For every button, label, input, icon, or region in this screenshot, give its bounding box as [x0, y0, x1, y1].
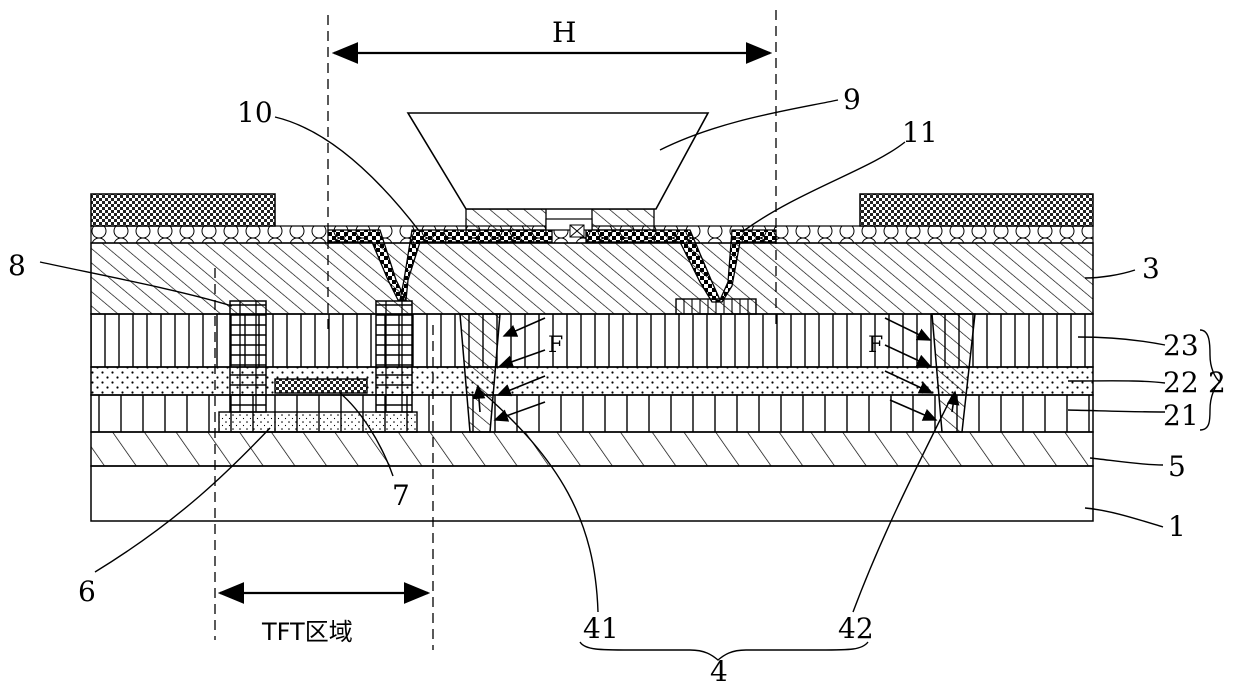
label-22: 22 [1163, 366, 1199, 399]
label-41: 41 [583, 612, 619, 645]
chip-bump-left [466, 209, 546, 230]
label-3: 3 [1142, 252, 1160, 285]
label-21: 21 [1163, 399, 1199, 432]
label-2: 2 [1208, 366, 1226, 399]
label-tft-region: TFT区域 [261, 618, 353, 646]
gate-7 [275, 379, 367, 393]
top-pad-right [860, 194, 1093, 226]
label-H: H [552, 16, 576, 49]
label-8: 8 [8, 249, 26, 282]
label-42: 42 [838, 612, 874, 645]
top-pad-left [91, 194, 275, 226]
label-6: 6 [78, 575, 96, 608]
label-9: 9 [843, 83, 861, 116]
tft-active-layer-6 [219, 412, 417, 432]
via-8-right [376, 301, 412, 412]
label-7: 7 [392, 479, 410, 512]
layer-1-substrate [91, 466, 1093, 521]
label-23: 23 [1163, 329, 1199, 362]
label-5: 5 [1168, 450, 1186, 483]
chip-bump-right [592, 209, 654, 230]
layer-5 [91, 432, 1093, 466]
label-F-left: F [548, 333, 563, 358]
via-8-left [230, 301, 266, 412]
label-1: 1 [1168, 510, 1186, 543]
label-F-right: F [868, 333, 883, 358]
chip-9 [408, 113, 708, 209]
label-4: 4 [710, 655, 728, 688]
chip-bump-center [546, 219, 592, 230]
label-11: 11 [902, 116, 938, 149]
label-10: 10 [237, 96, 273, 129]
